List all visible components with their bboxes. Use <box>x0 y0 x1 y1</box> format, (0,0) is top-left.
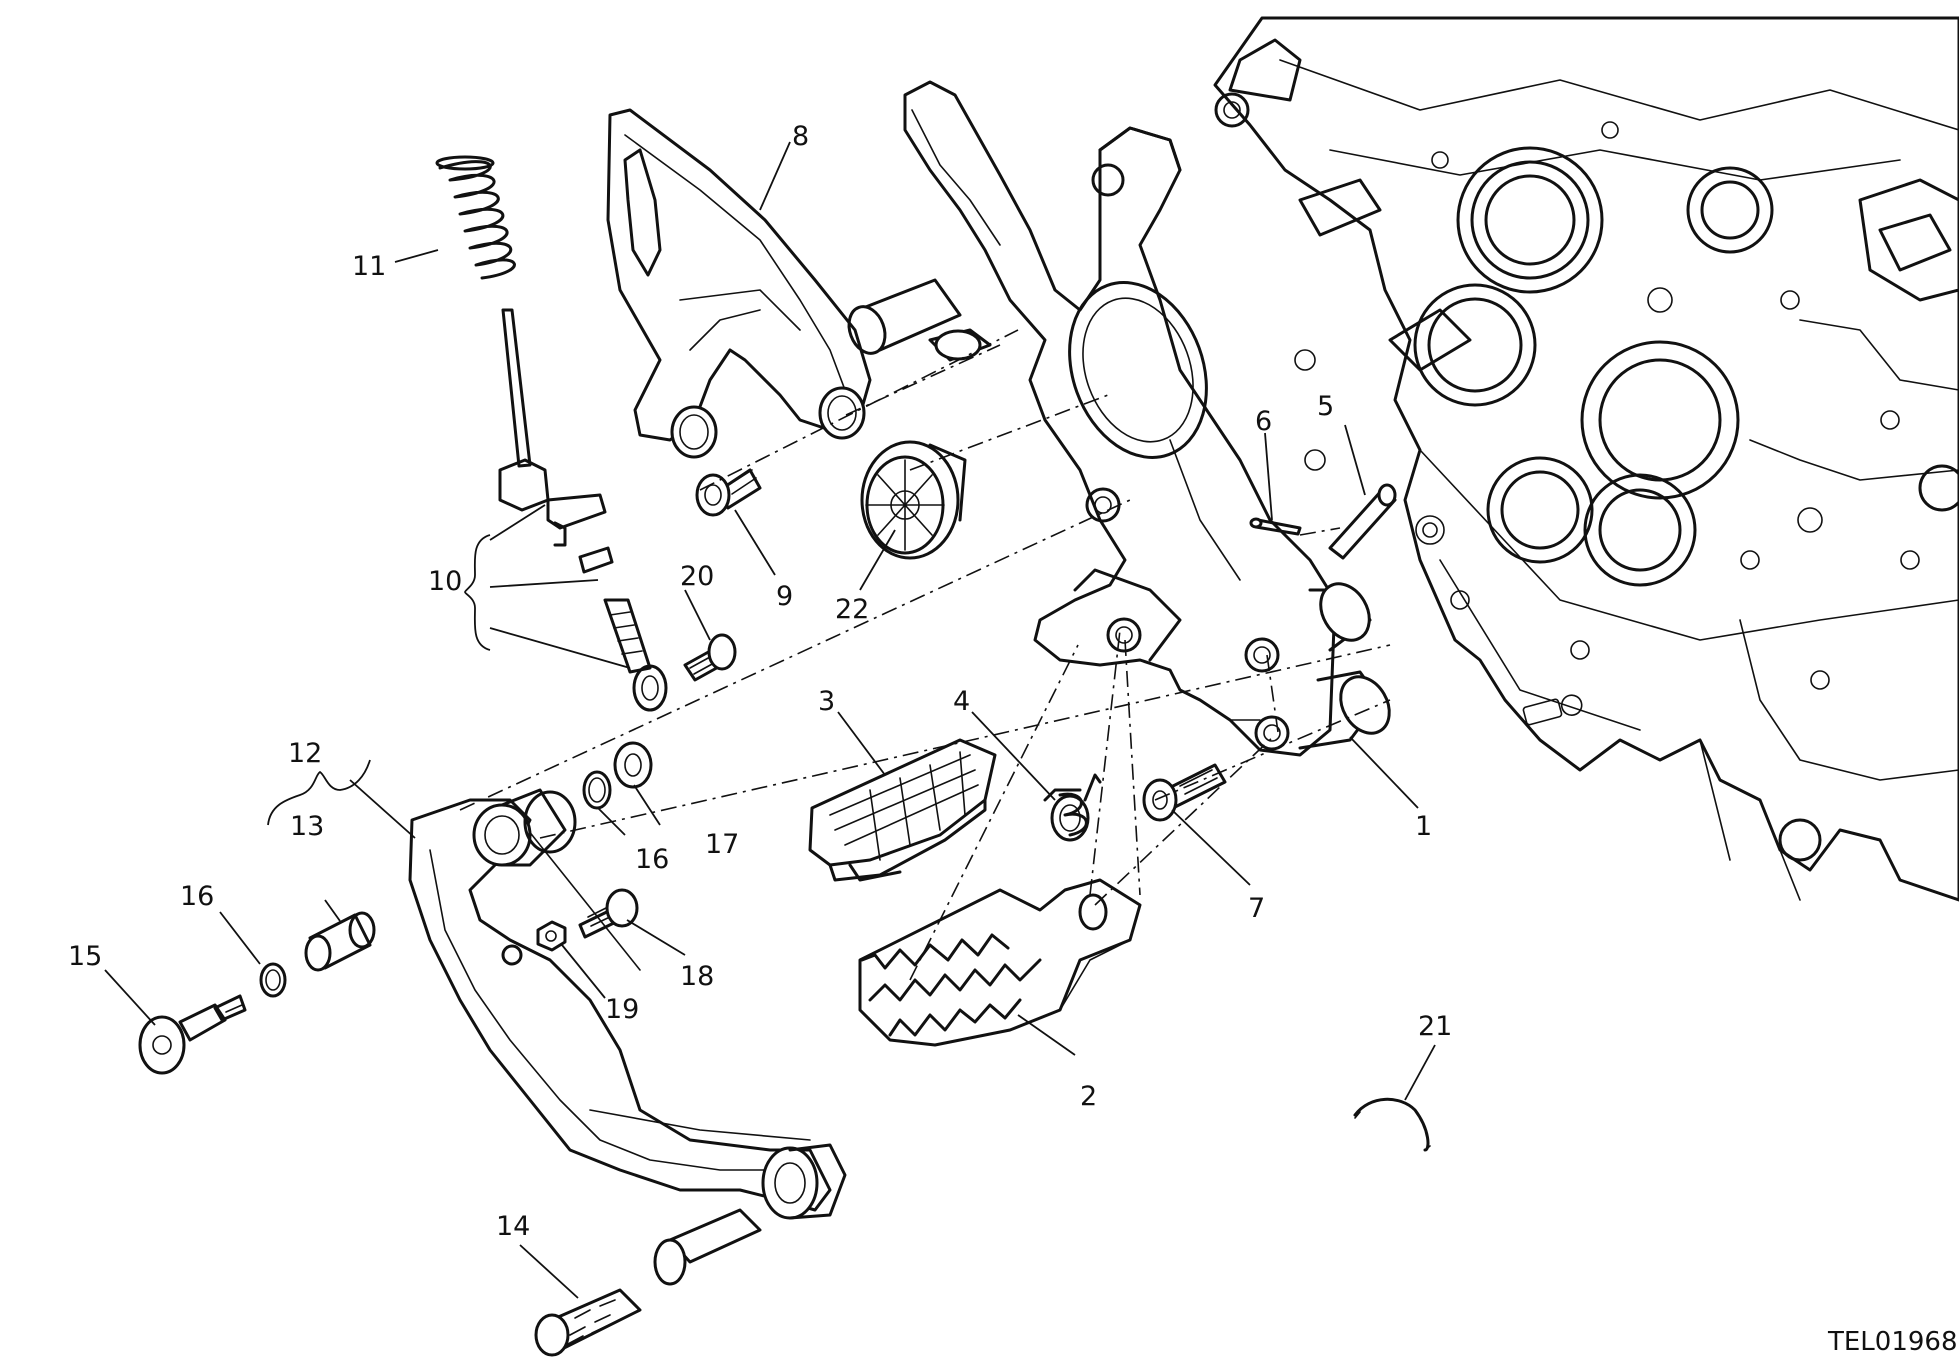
callout-5: 5 <box>1317 391 1334 422</box>
callout-16-lower: 16 <box>180 881 214 912</box>
cotter-pin-6 <box>1249 517 1302 536</box>
callout-4: 4 <box>953 686 970 717</box>
callout-21: 21 <box>1418 1011 1452 1042</box>
bolt-20 <box>683 633 737 682</box>
callout-14: 14 <box>496 1211 530 1242</box>
callout-7: 7 <box>1248 893 1265 924</box>
bolt-7 <box>1142 763 1227 822</box>
footpeg-rubber-3 <box>808 738 997 882</box>
alignment-lines <box>459 329 1391 981</box>
adjuster-rod <box>498 308 668 712</box>
bolt-9 <box>695 468 762 517</box>
bracket-bosses <box>1298 582 1391 750</box>
callout-labels: 1 2 3 4 5 6 7 8 9 10 11 12 13 14 15 16 1… <box>68 121 1958 1357</box>
washer-17 <box>613 741 653 789</box>
callout-16-upper: 16 <box>635 844 669 875</box>
callout-11: 11 <box>352 251 386 282</box>
gear-lever-12 <box>408 788 847 1220</box>
bushing-13 <box>304 911 376 972</box>
bolt-15 <box>138 994 247 1075</box>
callout-15: 15 <box>68 941 102 972</box>
drawing-reference-code: TEL01968 <box>1827 1327 1958 1357</box>
return-spring-4 <box>1043 773 1102 842</box>
callout-22: 22 <box>835 594 869 625</box>
callout-1: 1 <box>1415 811 1432 842</box>
callout-6: 6 <box>1255 406 1272 437</box>
callout-20: 20 <box>680 561 714 592</box>
washer-16-lower <box>259 962 287 998</box>
callout-3: 3 <box>818 686 835 717</box>
callout-10: 10 <box>428 566 462 597</box>
footpeg-bracket <box>903 80 1337 757</box>
nut-19 <box>536 920 567 952</box>
callout-8: 8 <box>792 121 809 152</box>
heel-guard <box>606 108 872 459</box>
callout-19: 19 <box>605 994 639 1025</box>
bolt-18 <box>578 888 639 939</box>
spring <box>435 155 516 280</box>
callout-2: 2 <box>1080 1081 1097 1112</box>
footpeg-2 <box>858 878 1142 1047</box>
callout-17: 17 <box>705 829 739 860</box>
callout-18: 18 <box>680 961 714 992</box>
cap-22 <box>860 440 967 560</box>
gear-peg-14 <box>534 1208 762 1357</box>
leader-lines <box>104 141 1436 1299</box>
washer-16-upper <box>582 770 612 810</box>
pin-5 <box>1328 483 1397 560</box>
callout-9: 9 <box>776 581 793 612</box>
engine-crankcase <box>1213 16 1959 902</box>
callout-13: 13 <box>290 811 324 842</box>
callout-12: 12 <box>288 738 322 769</box>
bracket-stud <box>847 278 992 362</box>
clip-21 <box>1353 1097 1431 1152</box>
